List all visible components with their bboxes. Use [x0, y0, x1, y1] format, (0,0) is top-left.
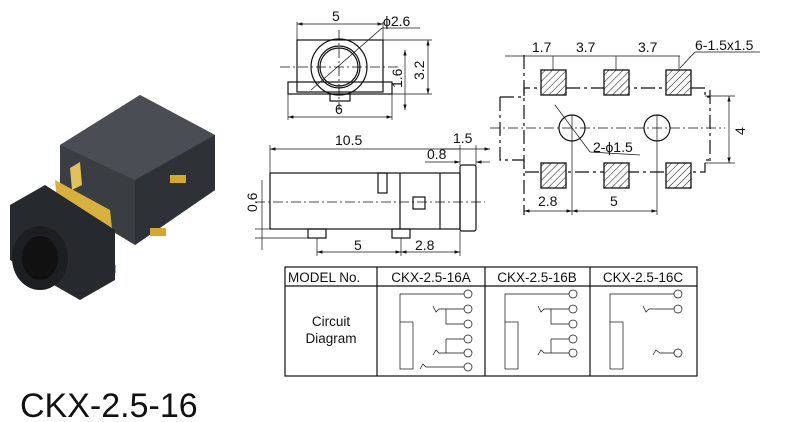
dim-row-spacing: 4 [732, 127, 748, 135]
dim-pad-pitch-2: 3.7 [576, 39, 596, 55]
terminal-circle [568, 304, 578, 314]
terminal-circle [463, 289, 473, 299]
model-c: CKX-2.5-16C [603, 270, 684, 285]
dim-hole-spacing: 5 [610, 193, 618, 209]
terminal-circle [463, 319, 473, 329]
jack-body [504, 321, 519, 370]
terminal-circle [568, 289, 578, 299]
front-view [280, 22, 432, 120]
switch-wire [445, 309, 464, 325]
terminal-circle [568, 348, 578, 358]
product-photo [10, 95, 215, 300]
switch-wire [550, 309, 569, 325]
ring-contact [419, 363, 464, 370]
ring-contact [537, 349, 569, 356]
terminal-circle [673, 289, 683, 299]
dim-side-pin-offset: 2.8 [415, 237, 435, 253]
row-label-circuit: Circuit [312, 314, 351, 329]
model-b: CKX-2.5-16B [497, 270, 577, 285]
dim-hole-size: 2-ϕ1.5 [593, 139, 633, 155]
terminal-circle [463, 362, 473, 372]
dim-pad-pitch-3: 3.7 [638, 39, 658, 55]
product-label: CKX-2.5-16 [20, 387, 198, 422]
tip-contact [642, 305, 674, 313]
model-table [284, 266, 698, 377]
side-view [255, 145, 490, 256]
sleeve-wire [504, 293, 569, 322]
jack-body [609, 321, 624, 370]
ring-contact [432, 349, 464, 356]
dim-front-diameter: ϕ2.6 [383, 13, 411, 29]
sleeve-wire [399, 293, 464, 322]
tip-contact [432, 305, 464, 313]
jack-body [399, 321, 414, 370]
dim-side-offset: 0.8 [427, 146, 447, 162]
terminal-circle [463, 334, 473, 344]
terminal-circle [463, 304, 473, 314]
row-label-diagram: Diagram [305, 331, 356, 346]
terminal-circle [673, 304, 683, 314]
dim-front-center-height: 1.6 [389, 68, 405, 88]
dim-side-flange: 1.5 [453, 130, 473, 146]
dim-side-height: 0.6 [244, 192, 260, 212]
dim-front-base-width: 6 [335, 101, 343, 117]
sleeve-wire [609, 293, 674, 322]
table-header-model: MODEL No. [288, 270, 360, 285]
dim-side-length: 10.5 [335, 132, 362, 148]
terminal-circle [463, 348, 473, 358]
dim-hole-offset: 2.8 [538, 193, 558, 209]
model-a: CKX-2.5-16A [391, 270, 471, 285]
pcb-footprint [490, 51, 760, 215]
dim-front-height: 3.2 [411, 60, 427, 80]
terminal-circle [673, 348, 683, 358]
ring-contact [652, 349, 674, 356]
terminal-circle [568, 319, 578, 329]
dim-front-width: 5 [332, 8, 340, 24]
dim-pad-pitch-1: 1.7 [532, 39, 552, 55]
tip-contact [537, 305, 569, 313]
dim-side-pin-spacing: 5 [354, 237, 362, 253]
terminal-circle [568, 334, 578, 344]
dim-pad-size: 6-1.5x1.5 [695, 37, 754, 53]
